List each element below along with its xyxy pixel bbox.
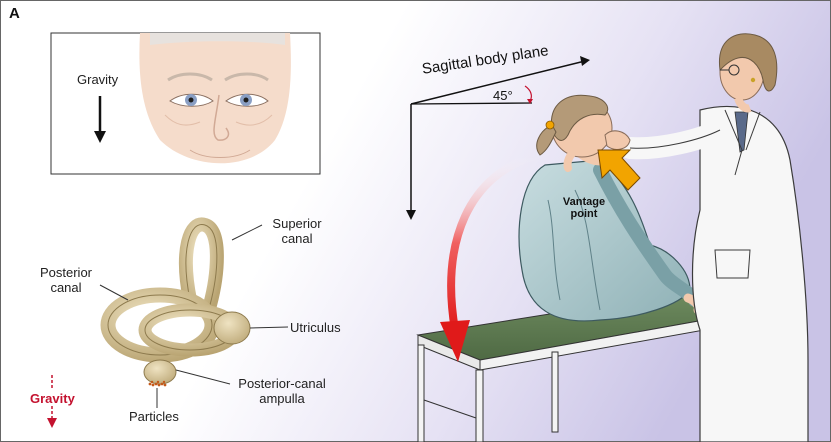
gravity-label-top: Gravity bbox=[77, 72, 118, 87]
panel-letter: A bbox=[9, 6, 20, 21]
posterior-canal-label: Posterior canal bbox=[36, 265, 96, 295]
gravity-label-bottom: Gravity bbox=[30, 391, 75, 406]
particles-label: Particles bbox=[129, 409, 179, 424]
eyes-inset bbox=[51, 33, 320, 174]
vantage-point-label: Vantage point bbox=[554, 196, 614, 220]
superior-canal-label: Superior canal bbox=[262, 216, 332, 246]
utriculus-label: Utriculus bbox=[290, 320, 341, 335]
angle-label: 45° bbox=[493, 88, 513, 103]
posterior-canal-ampulla-label: Posterior-canal ampulla bbox=[232, 376, 332, 406]
